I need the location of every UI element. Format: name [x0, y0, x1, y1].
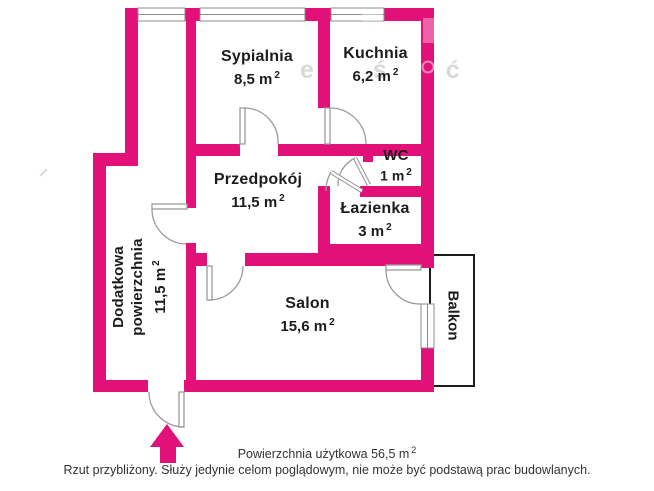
walls-layer	[93, 8, 434, 392]
wall-left	[93, 153, 106, 392]
window-balcony	[420, 303, 435, 349]
window-kitchen	[330, 7, 385, 22]
doors-layer	[148, 107, 422, 428]
entrance-arrow-icon	[150, 424, 184, 463]
watermark: e ś ć	[39, 9, 486, 177]
wall-salon-top-b	[245, 253, 434, 266]
wall-bedroom-bottom-a	[196, 144, 240, 156]
wall-kitchen-left	[318, 21, 330, 108]
door-bathroom	[325, 170, 364, 193]
wall-wc-stub	[363, 156, 373, 162]
window-hall	[137, 7, 186, 22]
door-kitchen	[324, 107, 367, 145]
wall-divider-lower	[186, 243, 196, 392]
wall-wc-bath-divider	[360, 186, 421, 197]
door-extra-area	[151, 203, 188, 245]
door-balcony	[385, 264, 422, 305]
wall-right-upper	[421, 8, 434, 268]
door-wc	[337, 156, 371, 187]
wall-bath-left	[318, 186, 330, 256]
door-salon	[206, 265, 244, 301]
wall-salon-top-a	[186, 253, 207, 266]
door-bedroom	[239, 107, 279, 145]
watermark-text: e ś ć	[300, 56, 486, 84]
wall-top-seg2	[305, 8, 331, 21]
caption-disclaimer: Rzut przybliżony. Służy jedynie celom po…	[63, 463, 591, 477]
door-entrance	[148, 391, 185, 428]
wall-bottom-left	[93, 380, 148, 392]
wall-bedroom-bottom-b	[278, 144, 421, 156]
wall-top-left-vertical	[125, 8, 138, 166]
wall-top-seg1	[185, 8, 200, 21]
windows-layer	[137, 7, 435, 349]
balcony-outline	[429, 254, 475, 387]
window-bedroom	[199, 7, 306, 22]
wall-divider-upper	[186, 21, 196, 208]
wall-bottom	[184, 380, 434, 392]
